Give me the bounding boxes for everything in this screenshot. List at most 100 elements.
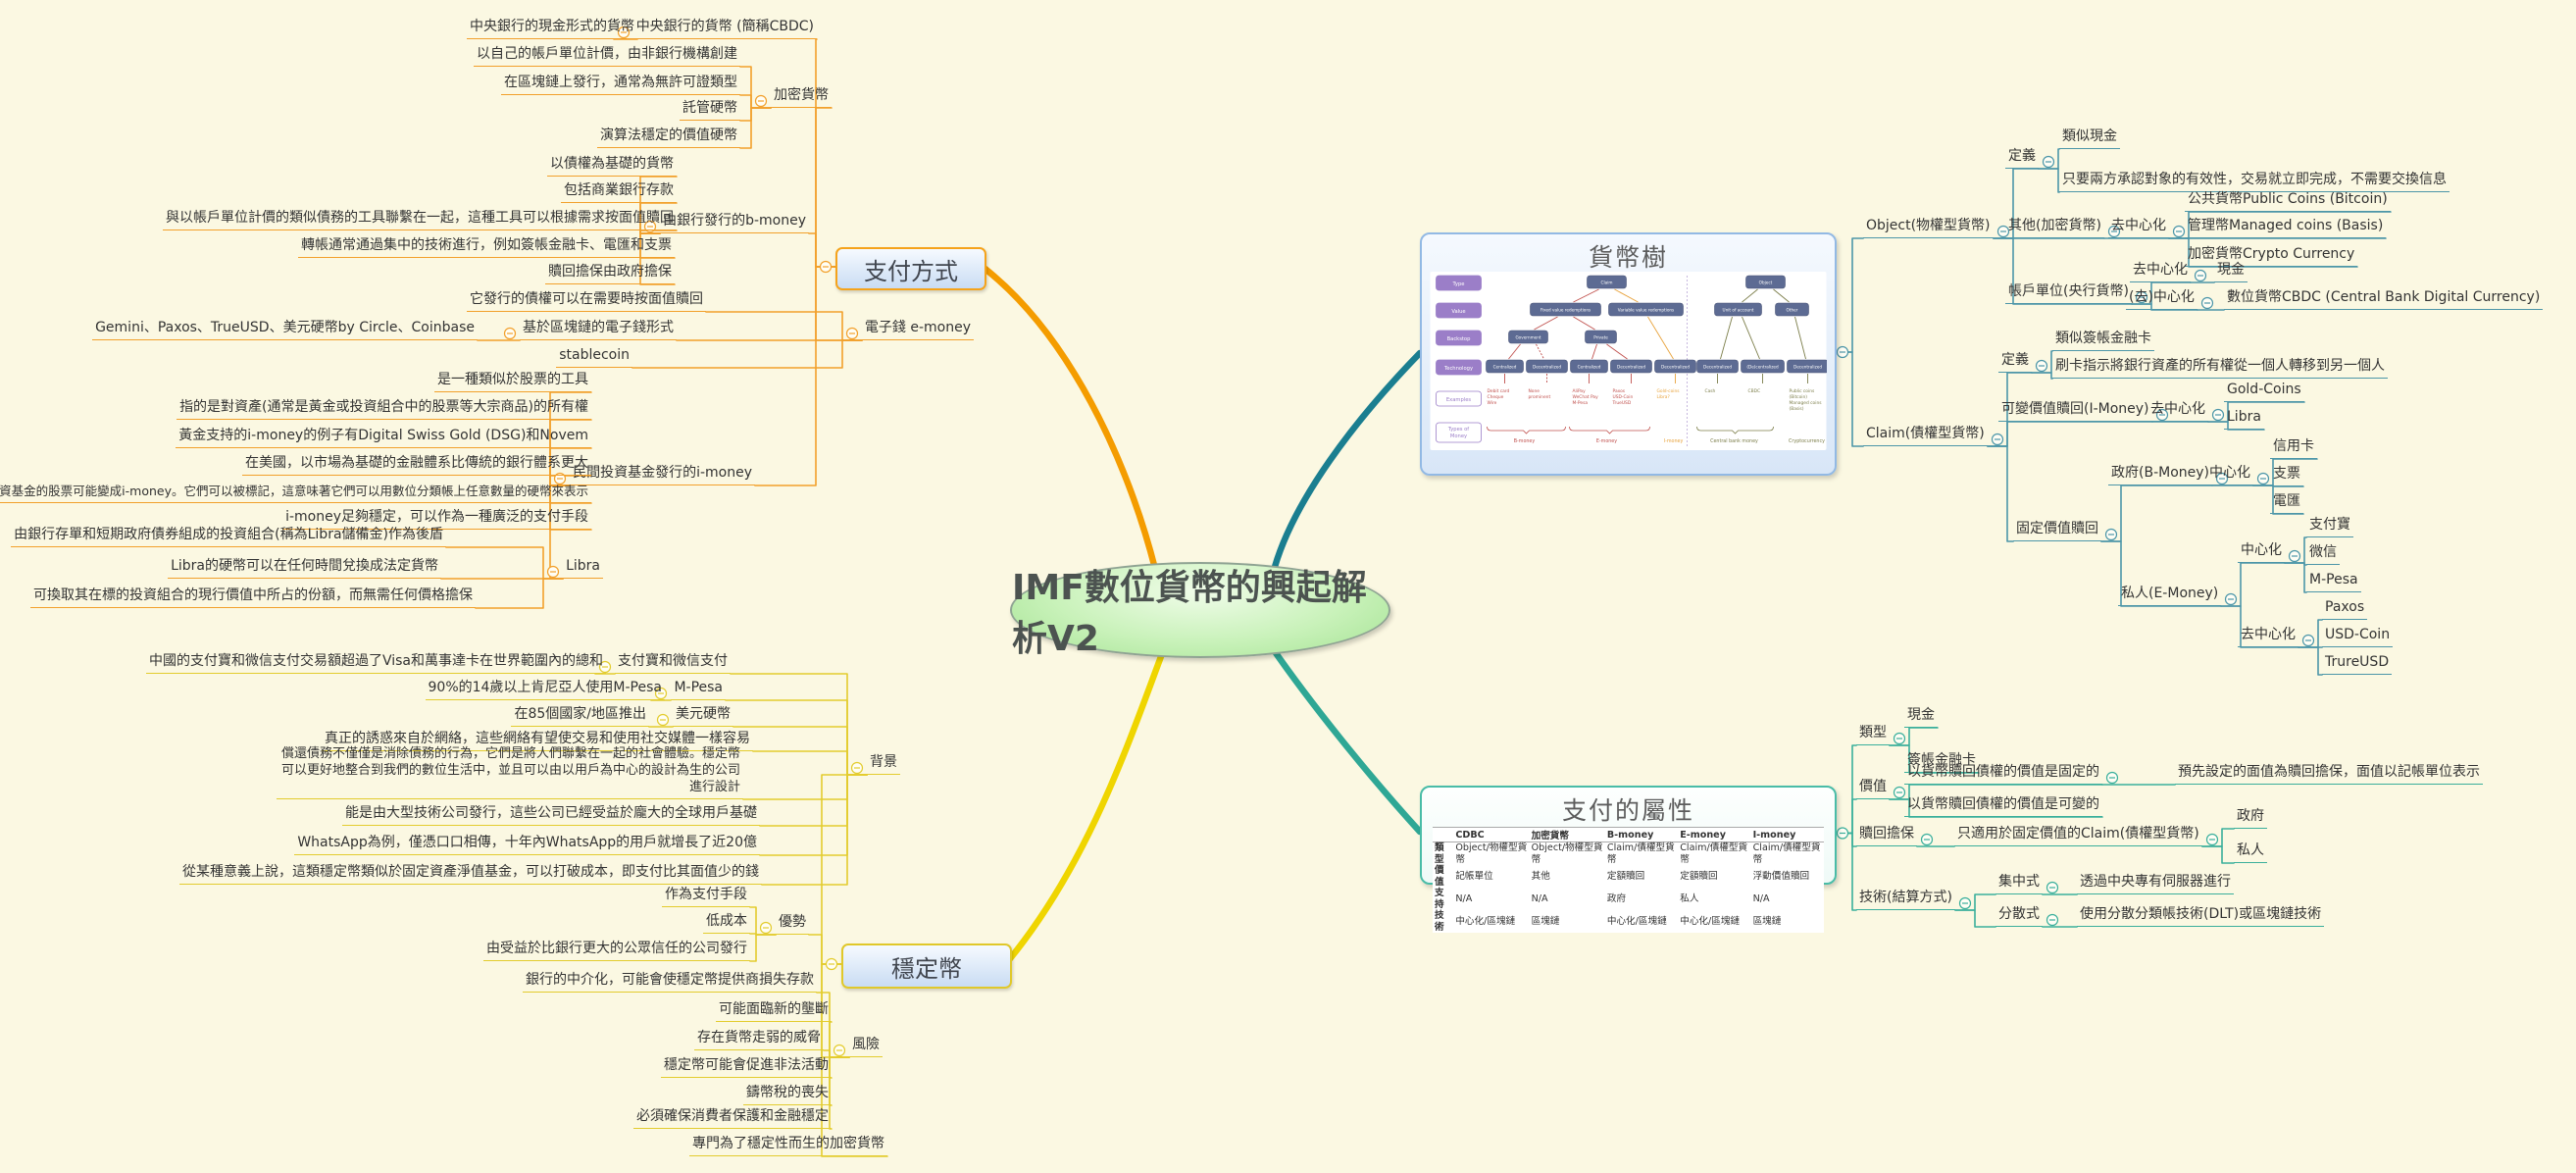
mindmap-node-bg4[interactable]: 真正的誘惑來自於網絡，這些網絡有望使交易和使用社交媒體一樣容易 bbox=[322, 731, 753, 751]
mindmap-node-bm3[interactable]: 與以帳戶單位計價的類似債務的工具聯繫在一起，這種工具可以根據需求按面值贖回 bbox=[163, 210, 677, 230]
mindmap-node-cp2[interactable]: 微信 bbox=[2306, 544, 2340, 565]
collapse-icon[interactable] bbox=[2042, 155, 2055, 169]
collapse-icon[interactable] bbox=[1836, 827, 1849, 840]
collapse-icon[interactable] bbox=[825, 957, 838, 971]
mindmap-node-oc2[interactable]: 管理幣Managed coins (Basis) bbox=[2185, 218, 2387, 238]
branch-topic-payment[interactable]: 支付方式 bbox=[835, 247, 986, 290]
mindmap-node-av2[interactable]: 以貨幣贖回債權的價值是可變的 bbox=[1904, 796, 2102, 817]
mindmap-node-adv3[interactable]: 由受益於比銀行更大的公眾信任的公司發行 bbox=[483, 941, 750, 961]
mindmap-node-ou2a[interactable]: 數位貨幣CBDC (Central Bank Digital Currency) bbox=[2224, 289, 2544, 310]
mindmap-node-im1[interactable]: 是一種類似於股票的工具 bbox=[434, 372, 591, 392]
collapse-icon[interactable] bbox=[2035, 359, 2048, 373]
collapse-icon[interactable] bbox=[833, 1044, 846, 1057]
mindmap-node-imoney[interactable]: 民間投資基金發行的i-money bbox=[570, 465, 755, 485]
collapse-icon[interactable] bbox=[2104, 528, 2118, 541]
collapse-icon[interactable] bbox=[617, 26, 631, 39]
mindmap-node-im6[interactable]: i-money足夠穩定，可以作為一種廣泛的支付手段 bbox=[282, 509, 591, 530]
mindmap-node-odef1[interactable]: 類似現金 bbox=[2059, 128, 2120, 149]
mindmap-node-libra[interactable]: Libra bbox=[563, 558, 603, 579]
mindmap-node-bmoney[interactable]: 由銀行發行的b-money bbox=[660, 213, 809, 233]
collapse-icon[interactable] bbox=[754, 94, 768, 108]
mindmap-node-at2[interactable]: 簽帳金融卡 bbox=[1904, 752, 1979, 773]
mindmap-node-crypto[interactable]: 加密貨幣 bbox=[771, 87, 832, 108]
mindmap-node-r4[interactable]: 穩定幣可能會促進非法活動 bbox=[661, 1057, 832, 1078]
mindmap-node-ab1a[interactable]: 政府 bbox=[2234, 808, 2267, 829]
mindmap-node-ate2[interactable]: 分散式 bbox=[1995, 906, 2043, 927]
collapse-icon[interactable] bbox=[2288, 549, 2301, 563]
mindmap-node-cp6[interactable]: TrureUSD bbox=[2322, 654, 2393, 675]
mindmap-node-adv2[interactable]: 低成本 bbox=[703, 913, 750, 934]
mindmap-node-cr3[interactable]: 託管硬幣 bbox=[680, 100, 740, 121]
mindmap-node-bg8[interactable]: 從某種意義上說，這類穩定幣類似於固定資產淨值基金，可以打破成本，即支付比其面值少… bbox=[179, 864, 762, 885]
mindmap-node-av1a[interactable]: 預先設定的面值為贖回擔保，面值以記帳單位表示 bbox=[2175, 764, 2483, 785]
branch-topic-stable[interactable]: 穩定幣 bbox=[841, 944, 1012, 989]
mindmap-node-ou2[interactable]: (去)中心化 bbox=[2126, 289, 2197, 310]
mindmap-node-atype[interactable]: 類型 bbox=[1856, 725, 1890, 745]
mindmap-node-cimoney[interactable]: 可變價值贖回(I-Money) bbox=[1998, 401, 2152, 422]
mindmap-node-av1[interactable]: 以貨幣贖回債權的價值是固定的 bbox=[1904, 764, 2102, 785]
mindmap-node-claim[interactable]: Claim(債權型貨幣) bbox=[1863, 426, 1988, 446]
mindmap-node-cp3[interactable]: M-Pesa bbox=[2306, 572, 2361, 592]
mindmap-node-adv1[interactable]: 作為支付手段 bbox=[662, 887, 750, 907]
mindmap-node-ou1a[interactable]: 現金 bbox=[2214, 262, 2248, 282]
collapse-icon[interactable] bbox=[2211, 408, 2225, 422]
mindmap-node-em2a[interactable]: Gemini、Paxos、TrueUSD、美元硬幣by Circle、Coinb… bbox=[92, 320, 478, 340]
mindmap-node-ounit[interactable]: 帳戶單位(央行貨幣) bbox=[2005, 283, 2132, 304]
mindmap-node-cp5[interactable]: USD-Coin bbox=[2322, 627, 2394, 647]
mindmap-node-cdef[interactable]: 定義 bbox=[1998, 352, 2032, 373]
mindmap-node-ou1[interactable]: 去中心化 bbox=[2130, 262, 2191, 282]
mindmap-node-oc1[interactable]: 公共貨幣Public Coins (Bitcoin) bbox=[2185, 191, 2391, 212]
collapse-icon[interactable] bbox=[819, 260, 833, 274]
mindmap-node-im5[interactable]: 私人投資基金的股票可能變成i-money。它們可以被標記，這意味著它們可以用數位… bbox=[0, 483, 591, 503]
mindmap-node-bg[interactable]: 背景 bbox=[867, 754, 900, 775]
mindmap-node-bg7[interactable]: WhatsApp為例，僅憑口口相傳，十年內WhatsApp的用戶就增長了近20億 bbox=[294, 835, 760, 855]
collapse-icon[interactable] bbox=[1958, 896, 1972, 910]
mindmap-node-cdef2[interactable]: 刷卡指示將銀行資產的所有權從一個人轉移到另一個人 bbox=[2052, 358, 2388, 379]
collapse-icon[interactable] bbox=[845, 327, 859, 340]
mindmap-node-odef2[interactable]: 只要兩方承認對象的有效性，交易就立即完成，不需要交換信息 bbox=[2059, 172, 2450, 192]
mindmap-node-im4[interactable]: 在美國，以市場為基礎的金融體系比傳統的銀行體系更大 bbox=[242, 455, 591, 476]
collapse-icon[interactable] bbox=[2301, 634, 2315, 647]
collapse-icon[interactable] bbox=[1920, 833, 1934, 846]
collapse-icon[interactable] bbox=[2155, 408, 2169, 422]
mindmap-node-ci1[interactable]: Gold-Coins bbox=[2224, 382, 2304, 402]
mindmap-node-cg3[interactable]: 電匯 bbox=[2270, 493, 2303, 514]
mindmap-node-cbdc[interactable]: 中央銀行的貨幣 (簡稱CBDC) bbox=[632, 19, 817, 39]
mindmap-node-cidec[interactable]: 去中心化 bbox=[2147, 401, 2208, 422]
mindmap-node-lb2[interactable]: Libra的硬幣可以在任何時間兌換成法定貨幣 bbox=[168, 558, 441, 579]
mindmap-node-lb3[interactable]: 可換取其在標的投資組合的現行價值中所占的份額，而無需任何價格擔保 bbox=[30, 587, 476, 608]
mindmap-node-bg3[interactable]: 美元硬幣 bbox=[673, 706, 733, 727]
collapse-icon[interactable] bbox=[643, 220, 657, 233]
collapse-icon[interactable] bbox=[546, 565, 560, 579]
collapse-icon[interactable] bbox=[2200, 296, 2214, 310]
mindmap-node-odec[interactable]: 去中心化 bbox=[2108, 218, 2169, 238]
collapse-icon[interactable] bbox=[2224, 592, 2238, 606]
mindmap-node-risk[interactable]: 風險 bbox=[849, 1037, 883, 1057]
collapse-icon[interactable] bbox=[2107, 225, 2121, 238]
collapse-icon[interactable] bbox=[850, 761, 864, 775]
mindmap-node-bm1[interactable]: 以債權為基礎的貨幣 bbox=[547, 156, 677, 177]
collapse-icon[interactable] bbox=[503, 327, 517, 340]
collapse-icon[interactable] bbox=[2194, 269, 2207, 282]
mindmap-node-bg1[interactable]: 支付寶和微信支付 bbox=[615, 653, 731, 674]
mindmap-node-adv[interactable]: 優勢 bbox=[776, 914, 809, 935]
mindmap-node-lb1[interactable]: 由銀行存單和短期政府債券組成的投資組合(稱為Libra儲備金)作為後盾 bbox=[11, 527, 446, 547]
mindmap-node-cgc[interactable]: 中心化 bbox=[2206, 465, 2253, 485]
collapse-icon[interactable] bbox=[2046, 881, 2059, 894]
mindmap-node-bm4[interactable]: 轉帳通常通過集中的技術進行，例如簽帳金融卡、電匯和支票 bbox=[298, 237, 675, 258]
mindmap-node-cg1[interactable]: 信用卡 bbox=[2270, 438, 2317, 459]
mindmap-node-bg2[interactable]: M-Pesa bbox=[671, 680, 726, 700]
mindmap-node-cdef1[interactable]: 類似簽帳金融卡 bbox=[2052, 331, 2154, 351]
mindmap-node-im3[interactable]: 黃金支持的i-money的例子有Digital Swiss Gold (DSG)… bbox=[176, 428, 591, 448]
collapse-icon[interactable] bbox=[759, 921, 773, 935]
mindmap-node-cpriv[interactable]: 私人(E-Money) bbox=[2118, 586, 2222, 606]
mindmap-node-emoney[interactable]: 電子錢 e-money bbox=[861, 320, 974, 340]
collapse-icon[interactable] bbox=[2135, 290, 2148, 304]
mindmap-node-ate1a[interactable]: 透過中央專有伺服器進行 bbox=[2077, 874, 2234, 894]
collapse-icon[interactable] bbox=[553, 472, 567, 485]
mindmap-node-cr4[interactable]: 演算法穩定的價值硬幣 bbox=[597, 128, 740, 148]
mindmap-node-at1[interactable]: 現金 bbox=[1904, 707, 1938, 728]
mindmap-node-bm2[interactable]: 包括商業銀行存款 bbox=[561, 182, 677, 203]
